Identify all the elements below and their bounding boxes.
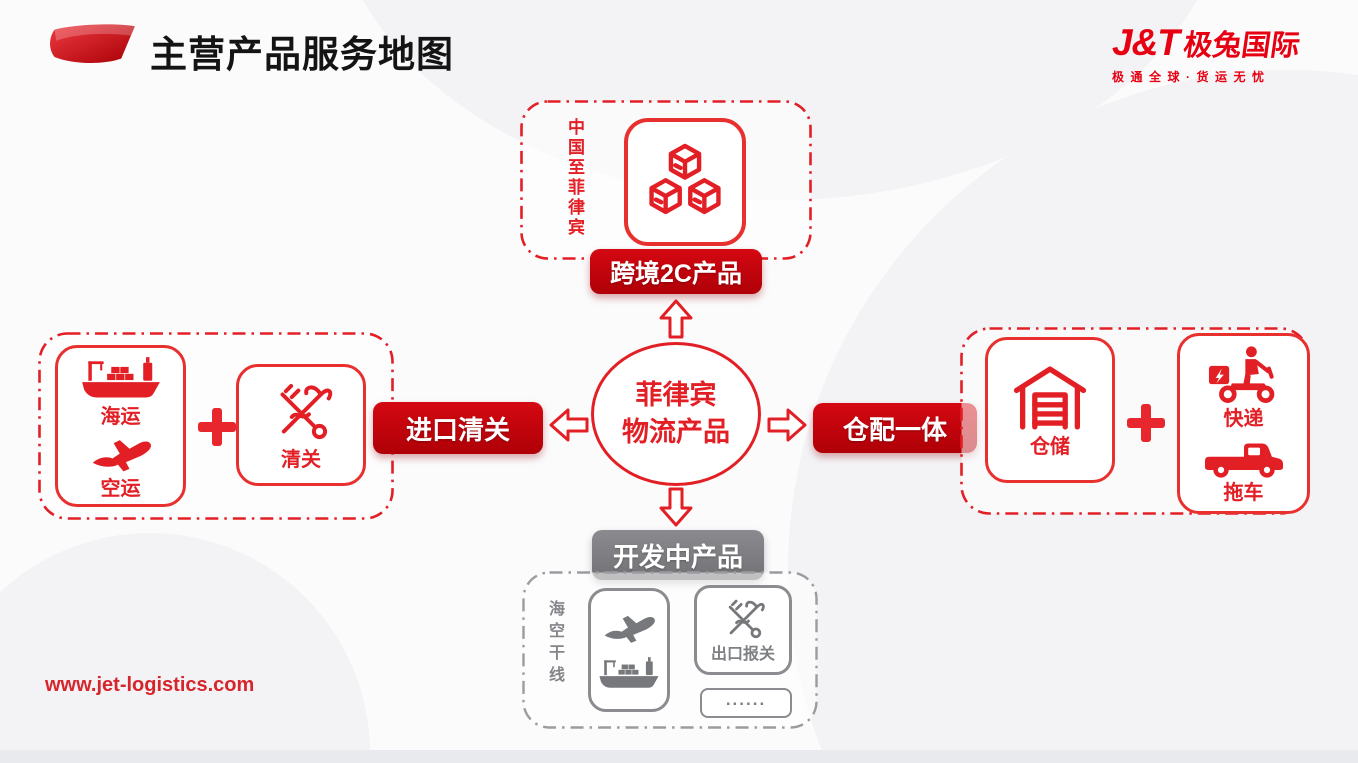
export-declaration-tile: 出口报关: [694, 585, 792, 675]
customs-badge-icon: [720, 597, 766, 643]
sea-air-trunk-tile: [588, 588, 670, 712]
sea-air-trunk-label: 海空干线: [546, 600, 563, 688]
cross-border-2c-badge: 跨境2C产品: [590, 249, 762, 294]
express-label: 快递: [1223, 408, 1264, 430]
cargo-ship-icon: [597, 654, 661, 692]
in-development-badge: 开发中产品: [592, 530, 764, 580]
center-hub: 菲律宾 物流产品: [591, 342, 761, 486]
express-trailer-tile: 快递 拖车: [1177, 333, 1310, 514]
tow-truck-icon: [1202, 433, 1286, 479]
brand-name: 极兔国际: [1181, 30, 1302, 62]
delivery-scooter-icon: [1206, 343, 1282, 405]
center-hub-line1: 菲律宾: [635, 379, 717, 410]
website-url: www.jet-logistics.com: [45, 674, 255, 696]
more-products-tile: ......: [700, 688, 792, 718]
page-title: 主营产品服务地图: [150, 34, 454, 75]
customs-label: 清关: [281, 448, 321, 471]
plus-icon: [198, 408, 236, 446]
company-logo: J&T 极兔国际 极通全球·货运无忧: [1112, 22, 1327, 85]
warehouse-distribution-badge: 仓配一体: [813, 403, 977, 453]
sea-freight-label: 海运: [100, 405, 141, 428]
parcel-boxes-icon: [641, 138, 729, 226]
air-freight-label: 空运: [100, 477, 141, 500]
airplane-icon: [601, 608, 657, 646]
brand-tagline: 极通全球·货运无忧: [1112, 70, 1271, 84]
customs-clearance-tile: 清关: [236, 364, 366, 486]
bottom-strip: [0, 750, 1358, 763]
cargo-ship-icon: [75, 353, 167, 403]
airplane-icon: [88, 431, 154, 475]
title-swoosh-icon: [50, 24, 135, 64]
warehouse-icon: [1012, 363, 1088, 433]
background-shape: [0, 533, 370, 763]
arrow-down-icon: [658, 487, 694, 527]
trailer-label: 拖车: [1223, 482, 1264, 504]
customs-badge-icon: [268, 380, 334, 446]
arrow-right-icon: [767, 407, 807, 443]
warehouse-tile: 仓储: [985, 337, 1115, 483]
sea-air-freight-tile: 海运 空运: [55, 345, 186, 507]
export-declaration-label: 出口报关: [710, 645, 775, 663]
warehouse-label: 仓储: [1030, 435, 1070, 458]
top-group-side-label: 中国至菲律宾: [565, 118, 584, 238]
jt-logo-mark: J&T: [1112, 22, 1180, 63]
plus-icon: [1127, 404, 1165, 442]
center-hub-line2: 物流产品: [622, 417, 730, 447]
import-clearance-badge: 进口清关: [373, 402, 543, 454]
arrow-up-icon: [658, 299, 694, 339]
cross-border-tile: [624, 118, 746, 246]
arrow-left-icon: [549, 407, 589, 443]
